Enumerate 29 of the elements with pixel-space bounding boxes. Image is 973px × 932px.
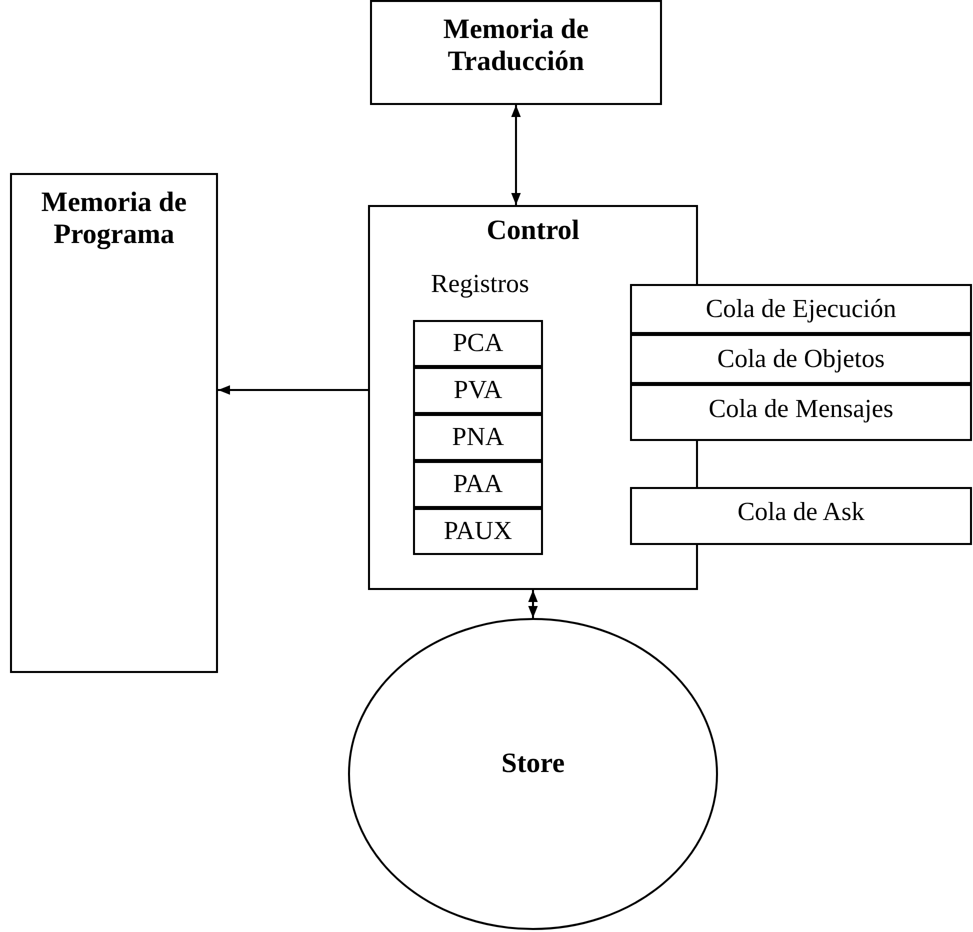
box-title: Control bbox=[486, 215, 580, 248]
box-title: Memoria de Programa bbox=[40, 187, 188, 252]
register-name: PCA bbox=[452, 328, 504, 358]
arrow bbox=[511, 105, 521, 205]
memory-box bbox=[10, 173, 218, 673]
queue-name: Cola de Ejecución bbox=[704, 294, 898, 324]
queue-box bbox=[630, 384, 972, 441]
arrow bbox=[218, 385, 368, 395]
queue-box bbox=[630, 334, 972, 384]
node-label: Store bbox=[500, 748, 566, 780]
register-cell bbox=[413, 320, 543, 367]
register-cell bbox=[413, 367, 543, 414]
arrow bbox=[528, 590, 538, 618]
queue-box bbox=[630, 487, 972, 545]
memory-box bbox=[370, 0, 662, 105]
queue-name: Cola de Objetos bbox=[716, 344, 886, 374]
queue-box bbox=[630, 284, 972, 334]
section-label: Registros bbox=[430, 269, 530, 299]
register-cell bbox=[413, 461, 543, 508]
register-name: PAUX bbox=[442, 516, 514, 546]
store-ellipse bbox=[348, 618, 718, 930]
register-name: PVA bbox=[452, 375, 504, 405]
register-cell bbox=[413, 414, 543, 461]
queue-name: Cola de Ask bbox=[736, 497, 866, 527]
box-title: Memoria de Traducción bbox=[442, 14, 590, 78]
register-name: PAA bbox=[452, 469, 504, 499]
queue-name: Cola de Mensajes bbox=[708, 394, 894, 424]
register-name: PNA bbox=[450, 422, 505, 452]
register-cell bbox=[413, 508, 543, 555]
